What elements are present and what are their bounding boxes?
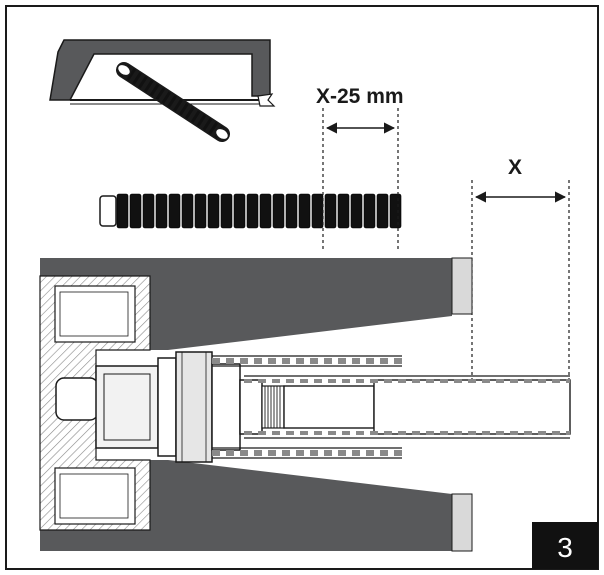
valve-fitting (55, 351, 285, 463)
wall-section (39, 257, 473, 552)
pipe-rib (337, 193, 350, 229)
pipe-rib (220, 193, 233, 229)
pipe-rib (194, 193, 207, 229)
pipe-rib (350, 193, 363, 229)
pipe-rib (285, 193, 298, 229)
inner-pipe (244, 375, 571, 439)
pipe-rib (311, 193, 324, 229)
pipe-rib (259, 193, 272, 229)
step-number: 3 (557, 532, 573, 563)
pipe-rib (168, 193, 181, 229)
pipe-rib (207, 193, 220, 229)
pipe-rib (116, 193, 129, 229)
pipe-rib (233, 193, 246, 229)
cut-length-label: X-25 mm (316, 85, 404, 108)
pipe-rib (129, 193, 142, 229)
hacksaw-icon (49, 39, 276, 107)
pipe-rib (376, 193, 389, 229)
pipe-rib (272, 193, 285, 229)
cut-length-dimension (322, 108, 399, 250)
step-badge (532, 522, 598, 569)
corrugated-pipe (99, 193, 402, 229)
insert-depth-label: X (508, 156, 522, 179)
pipe-rib (363, 193, 376, 229)
cut-pipe-segment-icon (116, 62, 230, 142)
pipe-rib (246, 193, 259, 229)
pipe-rib (181, 193, 194, 229)
pipe-rib (389, 193, 402, 229)
pipe-rib (155, 193, 168, 229)
outer-sleeve (212, 355, 402, 459)
pipe-rib (142, 193, 155, 229)
pipe-rib (324, 193, 337, 229)
pipe-rib (298, 193, 311, 229)
